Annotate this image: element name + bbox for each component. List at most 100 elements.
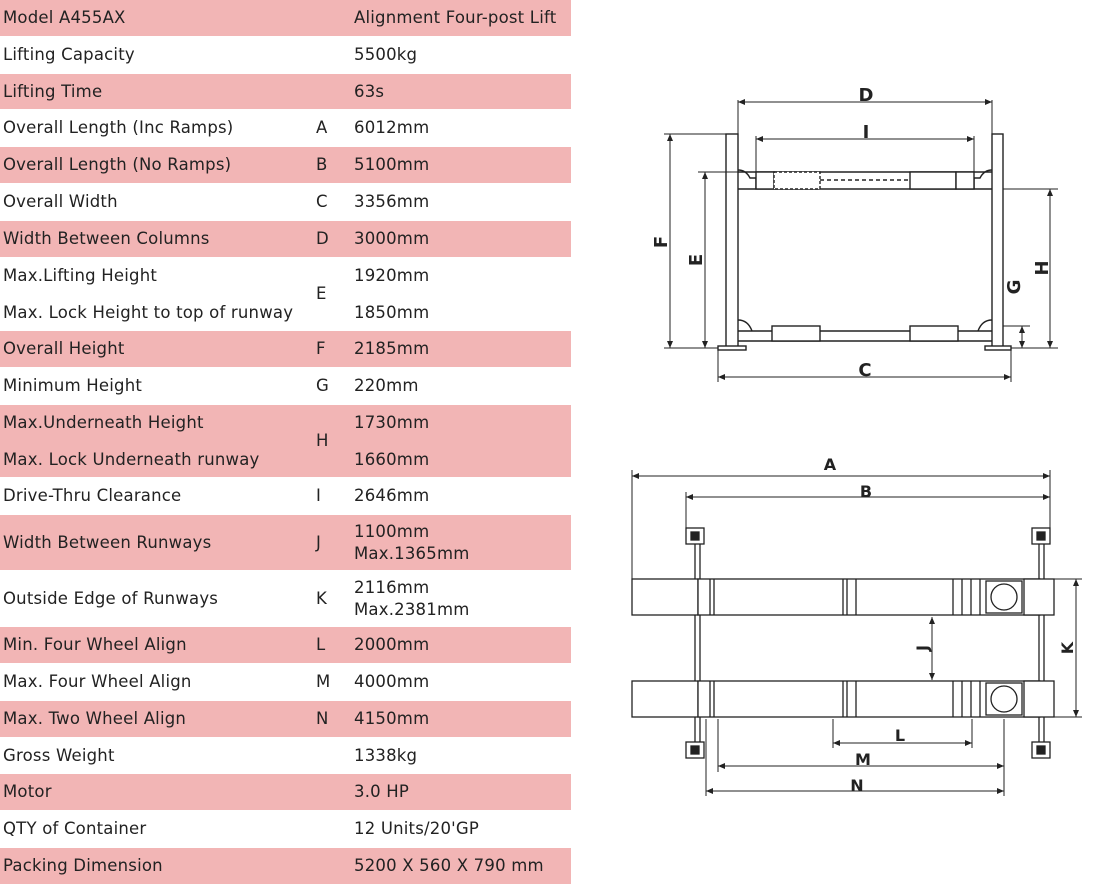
spec-code: I — [316, 486, 322, 506]
front-view-labels: D I F E G H C — [651, 85, 1053, 381]
spec-value: 1100mm — [354, 522, 430, 542]
dim-label-H: H — [1032, 260, 1053, 275]
spec-code: M — [316, 671, 331, 691]
dim-label-N: N — [850, 776, 863, 795]
spec-value: 2646mm — [354, 486, 430, 506]
spec-code: L — [316, 635, 326, 655]
spec-label: Max.Lifting Height — [3, 265, 158, 285]
dim-label-A: A — [824, 455, 837, 474]
front-view-diagram — [717, 133, 1012, 351]
spec-value: 1920mm — [354, 265, 430, 285]
spec-value-secondary: Max.1365mm — [354, 544, 470, 564]
spec-code: H — [316, 430, 329, 450]
spec-label: Model A455AX — [3, 8, 126, 27]
spec-code: G — [316, 375, 329, 395]
dim-label-J: J — [913, 645, 932, 652]
spec-value: 1338kg — [354, 745, 418, 765]
spec-value: Alignment Four-post Lift — [354, 8, 557, 27]
spec-label: Max. Four Wheel Align — [3, 671, 192, 691]
spec-label: Overall Length (Inc Ramps) — [3, 118, 234, 138]
spec-value: 5100mm — [354, 155, 430, 175]
spec-value: 2185mm — [354, 339, 430, 359]
spec-row: Motor 3.0 HP — [0, 774, 571, 812]
spec-label: Outside Edge of Runways — [3, 589, 219, 609]
spec-label: Width Between Runways — [3, 533, 212, 553]
dim-label-K: K — [1058, 641, 1077, 654]
spec-label: Overall Width — [3, 191, 118, 211]
spec-value: 3000mm — [354, 228, 430, 248]
spec-code: E — [316, 283, 327, 303]
spec-value: 12 Units/20'GP — [354, 819, 480, 839]
spec-value: 5500kg — [354, 44, 418, 64]
spec-value-secondary: 1660mm — [354, 449, 430, 469]
spec-label: Packing Dimension — [3, 855, 163, 875]
top-view-labels: A B J K L M N — [824, 455, 1077, 795]
spec-code: N — [316, 708, 329, 728]
spec-label-secondary: Max. Lock Underneath runway — [3, 449, 260, 469]
dim-label-F: F — [651, 236, 672, 248]
top-view-diagram — [631, 527, 1055, 759]
spec-row: Overall Width C 3356mm — [0, 183, 571, 221]
spec-value: 3.0 HP — [354, 782, 410, 802]
spec-value: 1730mm — [354, 412, 430, 432]
spec-row: Gross Weight 1338kg — [0, 737, 571, 775]
spec-row: Drive-Thru Clearance I 2646mm — [0, 478, 571, 516]
spec-label-secondary: Max. Lock Height to top of runway — [3, 302, 294, 322]
spec-code: C — [316, 191, 328, 211]
top-view-dimensions — [631, 470, 1082, 796]
front-view-dimensions — [664, 99, 1058, 382]
dim-label-I: I — [863, 122, 870, 143]
spec-value: 63s — [354, 81, 385, 101]
spec-label: Width Between Columns — [3, 228, 210, 248]
spec-code: A — [316, 118, 328, 138]
lift-drawings: D I F E G H C — [631, 85, 1082, 796]
spec-label: Lifting Capacity — [3, 44, 135, 64]
spec-value-secondary: 1850mm — [354, 302, 430, 322]
spec-value: 4000mm — [354, 671, 430, 691]
dim-label-L: L — [895, 726, 905, 745]
spec-code: B — [316, 155, 328, 175]
dim-label-G: G — [1004, 280, 1025, 295]
dim-label-M: M — [855, 750, 871, 769]
spec-label: Min. Four Wheel Align — [3, 635, 187, 655]
spec-value: 5200 X 560 X 790 mm — [354, 855, 544, 875]
spec-row: Max. Four Wheel Align M 4000mm — [0, 663, 571, 701]
spec-value: 2000mm — [354, 635, 430, 655]
spec-row: Width Between Columns D 3000mm — [0, 220, 571, 258]
dim-label-C: C — [858, 360, 871, 381]
spec-row: Lifting Capacity 5500kg — [0, 36, 571, 74]
spec-code: F — [316, 339, 326, 359]
dim-label-D: D — [859, 85, 874, 106]
spec-row: Overall Height F 2185mm — [0, 331, 571, 368]
spec-code: K — [316, 589, 328, 609]
spec-value: 4150mm — [354, 708, 430, 728]
spec-label: Minimum Height — [3, 375, 143, 395]
dim-label-B: B — [860, 482, 872, 501]
spec-label: Max. Two Wheel Align — [3, 708, 187, 728]
spec-code: D — [316, 228, 329, 248]
spec-row: Packing Dimension 5200 X 560 X 790 mm — [0, 847, 571, 885]
spec-row: Min. Four Wheel Align L 2000mm — [0, 627, 571, 664]
spec-label: Gross Weight — [3, 745, 115, 765]
spec-value: 220mm — [354, 375, 419, 395]
spec-row: QTY of Container 12 Units/20'GP — [0, 811, 571, 848]
spec-row: Max. Two Wheel Align N 4150mm — [0, 700, 571, 738]
spec-value: 3356mm — [354, 191, 430, 211]
spec-label: Motor — [3, 782, 52, 802]
dim-label-E: E — [686, 254, 707, 266]
spec-label: Drive-Thru Clearance — [3, 486, 182, 506]
spec-label: Max.Underneath Height — [3, 412, 204, 432]
spec-label: Overall Height — [3, 339, 125, 359]
spec-row: Model A455AX Alignment Four-post Lift — [0, 0, 571, 37]
spec-label: QTY of Container — [3, 819, 147, 839]
spec-value: 6012mm — [354, 118, 430, 138]
spec-row: Minimum Height G 220mm — [0, 367, 571, 405]
spec-code: J — [316, 533, 322, 553]
